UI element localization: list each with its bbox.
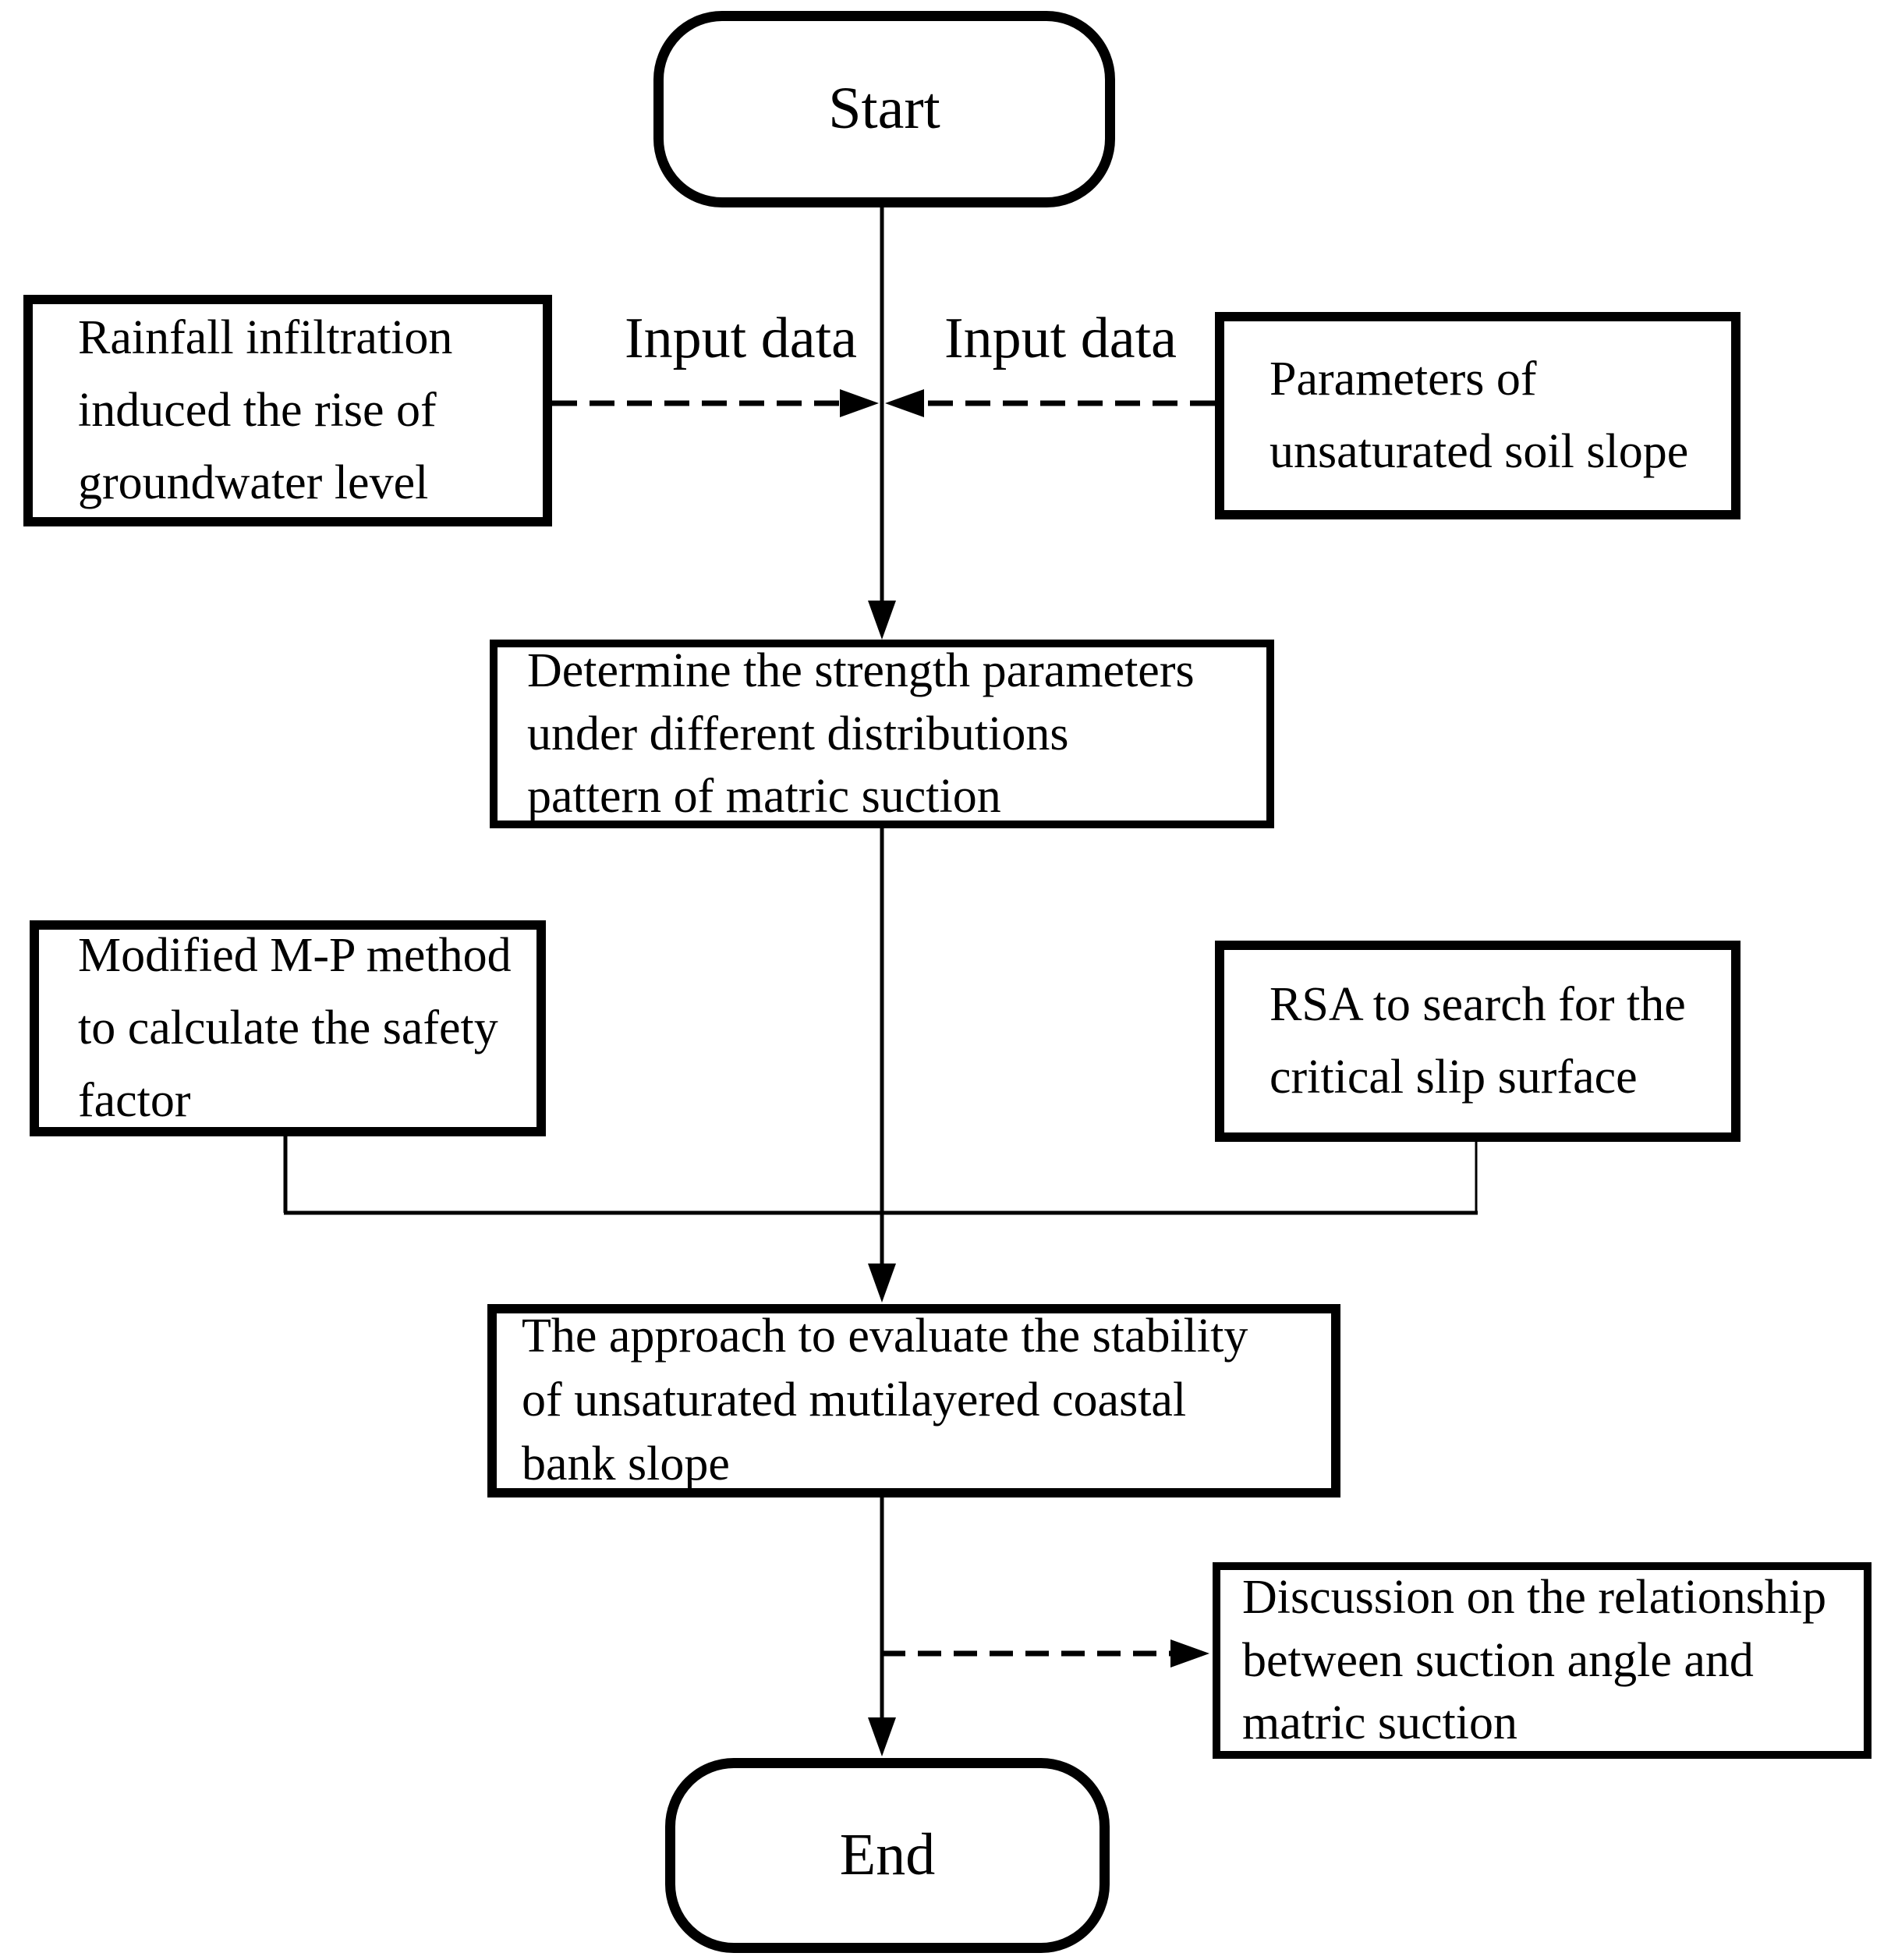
arrowhead-right-icon	[840, 389, 879, 417]
arrowhead-left-icon	[885, 389, 924, 417]
node-discussion-line2: between suction angle and	[1242, 1633, 1754, 1687]
node-rsa-search: RSA to search for the critical slip surf…	[1215, 941, 1740, 1142]
edge-label-input-data-right: Input data	[944, 307, 1177, 370]
node-approach-line3: bank slope	[522, 1437, 730, 1490]
node-rainfall-line3: groundwater level	[78, 456, 429, 509]
node-modified-line3: factor	[78, 1074, 191, 1127]
edge-parameters-input-data	[885, 389, 1215, 417]
node-modified-line1: Modified M-P method	[78, 929, 512, 982]
node-end-label: End	[839, 1822, 936, 1888]
node-stability-approach: The approach to evaluate the stability o…	[487, 1304, 1340, 1497]
node-discussion-line3: matric suction	[1242, 1696, 1517, 1750]
node-modified-line2: to calculate the safety	[78, 1001, 498, 1054]
arrowhead-down-icon	[868, 1264, 896, 1303]
node-determine-line2: under different distributions	[527, 707, 1069, 760]
node-discussion-line1: Discussion on the relationship	[1242, 1571, 1827, 1625]
edge-label-input-data-left: Input data	[625, 307, 857, 370]
node-rainfall-infiltration: Rainfall infiltration induced the rise o…	[23, 295, 552, 526]
node-rainfall-line1: Rainfall infiltration	[78, 311, 453, 364]
node-parameters-line1: Parameters of	[1270, 353, 1537, 406]
node-determine-line3: pattern of matric suction	[527, 770, 1001, 824]
node-determine-line1: Determine the strength parameters	[527, 644, 1195, 698]
arrowhead-down-icon	[868, 601, 896, 640]
node-approach-line1: The approach to evaluate the stability	[522, 1310, 1248, 1363]
edge-approach-to-end	[868, 1497, 896, 1756]
edge-start-to-determine	[868, 207, 896, 640]
arrowhead-down-icon	[868, 1717, 896, 1756]
edge-modified-mp-join	[283, 1136, 1478, 1215]
node-modified-mp-method: Modified M-P method to calculate the saf…	[30, 920, 546, 1136]
node-rsa-line2: critical slip surface	[1270, 1051, 1638, 1104]
node-rainfall-line2: induced the rise of	[78, 384, 437, 437]
node-start: Start	[653, 11, 1115, 207]
edge-rainfall-input-data	[552, 389, 879, 417]
node-determine-strength-parameters: Determine the strength parameters under …	[490, 640, 1274, 828]
node-rsa-line1: RSA to search for the	[1270, 978, 1686, 1031]
node-discussion-suction-angle: Discussion on the relationship between s…	[1213, 1562, 1872, 1759]
node-parameters-line2: unsaturated soil slope	[1270, 425, 1689, 478]
node-parameters-soil-slope: Parameters of unsaturated soil slope	[1215, 312, 1740, 519]
node-start-label: Start	[828, 76, 940, 142]
node-approach-line2: of unsaturated mutilayered coastal	[522, 1373, 1187, 1427]
arrowhead-right-icon	[1170, 1639, 1209, 1668]
edge-determine-to-approach	[868, 828, 896, 1303]
node-end: End	[665, 1758, 1110, 1953]
edge-approach-to-discussion	[882, 1639, 1209, 1668]
